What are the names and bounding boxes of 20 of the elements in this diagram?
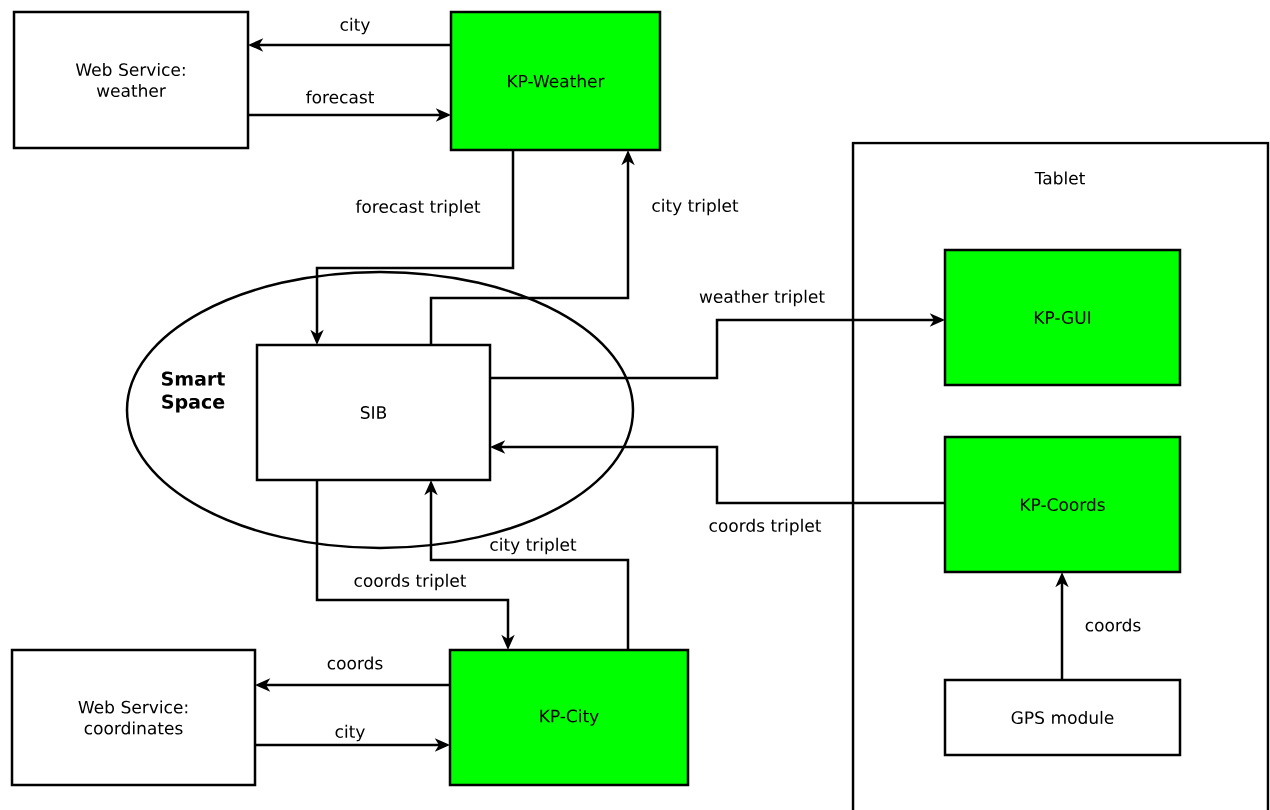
process-box: KP-City [448, 648, 690, 787]
edge-label: forecast [306, 90, 374, 104]
group-label: Smart Space [162, 371, 225, 413]
edge-label: coords triplet [709, 518, 822, 536]
edge-label: coords [1085, 618, 1141, 632]
edge-label: city triplet [652, 198, 739, 216]
process-box: KP-Weather [449, 10, 662, 152]
process-box: Web Service: coordinates [10, 648, 257, 787]
edge-label: city [340, 17, 370, 35]
edge-label: coords [327, 656, 383, 670]
process-box: Web Service: weather [12, 10, 250, 150]
edge-label: weather triplet [699, 289, 825, 307]
edge-label: city [335, 724, 365, 742]
edge-label: city triplet [490, 537, 577, 555]
process-box: KP-Coords [943, 435, 1182, 574]
edge-label: forecast triplet [355, 199, 481, 217]
process-box: KP-GUI [943, 248, 1182, 387]
edge-label: coords triplet [354, 573, 467, 591]
process-box: GPS module [943, 678, 1182, 757]
process-box: SIB [255, 343, 492, 482]
